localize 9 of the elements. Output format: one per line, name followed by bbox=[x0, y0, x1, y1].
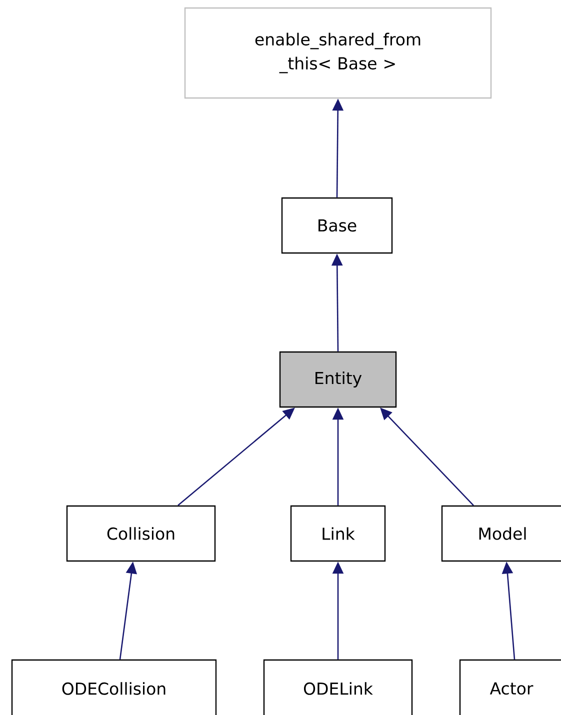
class-box: Actor bbox=[459, 659, 561, 715]
class-box: Link bbox=[290, 505, 386, 562]
class-box: ODELink bbox=[263, 659, 413, 715]
class-box: enable_shared_from _this< Base > bbox=[184, 7, 492, 99]
class-box: Entity bbox=[279, 351, 397, 408]
class-box: Collision bbox=[66, 505, 216, 562]
class-box: ODECollision bbox=[11, 659, 217, 715]
class-box: Model bbox=[441, 505, 561, 562]
class-box: Base bbox=[281, 197, 393, 254]
